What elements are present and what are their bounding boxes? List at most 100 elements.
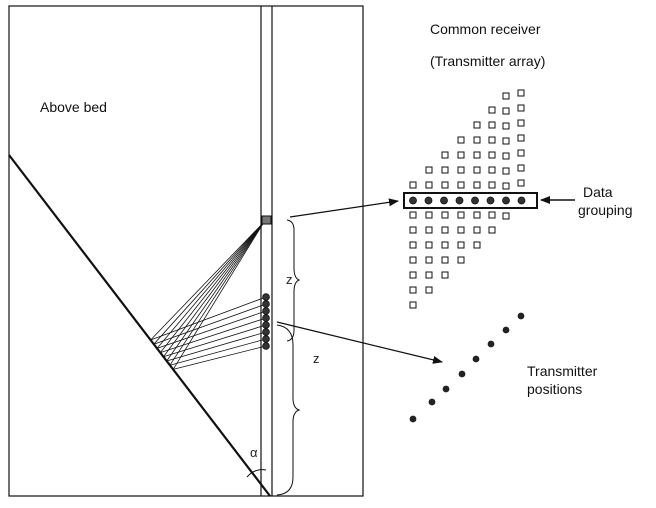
array-cell xyxy=(517,104,525,112)
array-cell xyxy=(457,151,465,159)
ray-segment-incident xyxy=(169,338,267,366)
array-cell xyxy=(517,89,525,97)
array-cell xyxy=(441,256,449,264)
array-cell xyxy=(425,271,433,279)
data-grouping-label-line2: grouping xyxy=(578,202,633,218)
array-cell xyxy=(488,226,496,234)
array-cell xyxy=(441,181,449,189)
array-cell xyxy=(488,136,496,144)
array-cell xyxy=(409,181,417,189)
position-dot xyxy=(502,326,510,334)
array-cell xyxy=(457,166,465,174)
ray-segment-incident xyxy=(150,296,267,341)
ray-segment-incident xyxy=(163,324,267,358)
array-cell xyxy=(409,256,417,264)
transmitter-positions-label-line2: positions xyxy=(527,381,583,397)
array-cell xyxy=(457,136,465,144)
array-cell xyxy=(488,181,496,189)
array-cell xyxy=(425,211,433,219)
array-cell xyxy=(517,149,525,157)
ray-segment-reflected xyxy=(150,221,265,341)
transmitter-dot xyxy=(262,342,270,350)
array-cell xyxy=(425,181,433,189)
z-label-lower: z xyxy=(313,351,320,366)
transmitter-dot xyxy=(262,293,270,301)
array-cell xyxy=(502,92,510,100)
transmitter-array-grid xyxy=(409,89,525,309)
array-cell xyxy=(473,226,481,234)
ray-segment-reflected xyxy=(169,221,265,366)
transmitter-dot xyxy=(262,300,270,308)
z-label-upper: z xyxy=(286,272,293,287)
position-dot xyxy=(517,312,525,320)
array-cell xyxy=(441,151,449,159)
ray-segment-reflected xyxy=(163,221,265,358)
arrow-to-array xyxy=(289,198,399,218)
position-dot xyxy=(472,355,480,363)
ray-segment-reflected xyxy=(159,221,265,353)
grouping-dot xyxy=(502,196,510,205)
brace-lower xyxy=(276,324,301,496)
array-cell xyxy=(457,181,465,189)
position-dot xyxy=(428,398,436,406)
array-cell xyxy=(473,181,481,189)
array-cell xyxy=(502,212,510,220)
data-grouping-label-line1: Data xyxy=(583,184,613,200)
array-cell xyxy=(488,211,496,219)
transmitter-array-label: (Transmitter array) xyxy=(430,53,546,69)
alpha-angle-arc xyxy=(246,469,267,478)
array-cell xyxy=(425,256,433,264)
transmitter-dots xyxy=(262,293,270,350)
ray-segment-reflected xyxy=(172,221,265,370)
position-dot xyxy=(442,385,450,393)
array-cell xyxy=(441,166,449,174)
transmitter-dot xyxy=(262,307,270,315)
transmitter-dot xyxy=(262,328,270,336)
array-cell xyxy=(441,226,449,234)
array-cell xyxy=(473,151,481,159)
grouping-dot xyxy=(486,196,495,205)
array-cell xyxy=(502,152,510,160)
array-cell xyxy=(409,301,417,309)
grouping-dot xyxy=(409,196,417,205)
array-cell xyxy=(517,119,525,127)
array-cell xyxy=(502,182,510,190)
grouping-dot xyxy=(517,196,526,205)
array-cell xyxy=(441,211,449,219)
array-cell xyxy=(517,134,525,142)
array-cell xyxy=(409,211,417,219)
grouping-dot xyxy=(424,196,433,205)
array-cell xyxy=(425,286,433,294)
ray-segment-reflected xyxy=(166,221,265,362)
ray-segment-incident xyxy=(166,331,267,362)
transmitter-dot xyxy=(262,321,270,329)
transmitter-dot xyxy=(262,335,270,343)
borehole xyxy=(260,6,273,496)
brace-upper xyxy=(286,219,301,342)
bed-boundary-line xyxy=(8,154,271,497)
array-cell xyxy=(488,166,496,174)
receiver-marker xyxy=(261,215,272,225)
position-dot xyxy=(487,340,495,348)
array-cell xyxy=(457,226,465,234)
position-dot xyxy=(458,370,466,378)
transmitter-position-dots xyxy=(409,312,525,423)
grouping-dot xyxy=(455,196,464,205)
array-cell xyxy=(488,106,496,114)
array-cell xyxy=(457,241,465,249)
array-cell xyxy=(441,241,449,249)
ray-segment-reflected xyxy=(156,221,265,349)
data-grouping-box xyxy=(403,192,538,209)
array-cell xyxy=(473,121,481,129)
array-cell xyxy=(488,151,496,159)
grouping-dot xyxy=(471,196,479,205)
data-grouping-dots xyxy=(409,196,526,205)
array-cell xyxy=(502,167,510,175)
ray-segment-incident xyxy=(160,317,267,353)
alpha-label: α xyxy=(250,445,258,460)
array-cell xyxy=(488,121,496,129)
array-cell xyxy=(502,122,510,130)
array-cell xyxy=(473,166,481,174)
above-bed-label: Above bed xyxy=(40,99,107,115)
